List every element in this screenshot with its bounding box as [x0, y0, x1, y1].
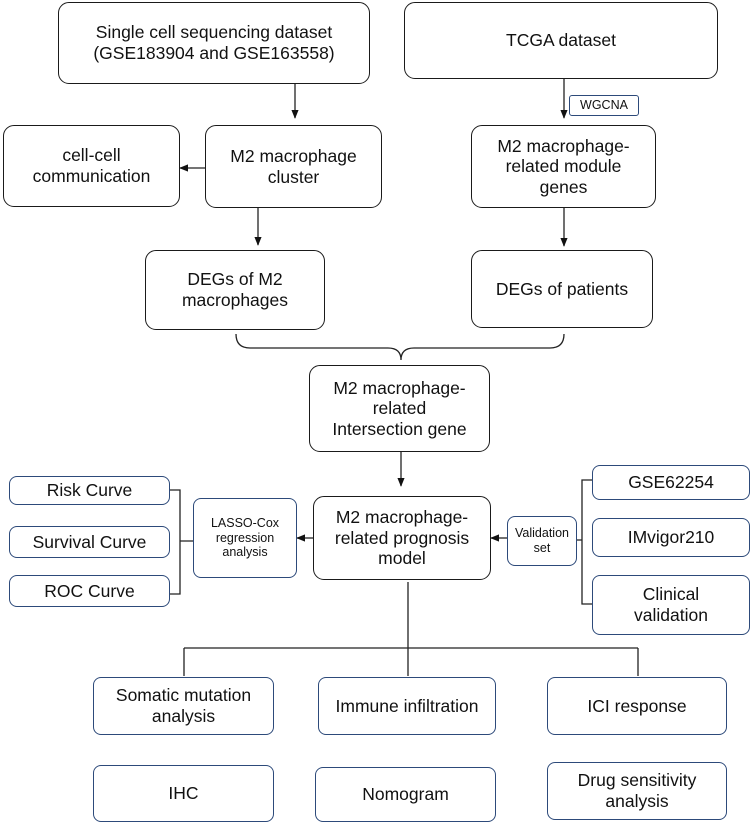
roc-curve-box: ROC Curve: [9, 575, 170, 607]
clinical-validation-box: Clinical validation: [592, 575, 750, 635]
m2-related-module-genes-box: M2 macrophage- related module genes: [471, 125, 656, 208]
single-cell-dataset-box: Single cell sequencing dataset (GSE18390…: [58, 2, 370, 84]
tcga-dataset-box: TCGA dataset: [404, 2, 718, 79]
survival-curve-box: Survival Curve: [9, 526, 170, 558]
m2-macrophage-cluster-box: M2 macrophage cluster: [205, 125, 382, 208]
gse62254-box: GSE62254: [592, 465, 750, 500]
validation-set-box: Validation set: [507, 516, 577, 566]
degs-of-patients-box: DEGs of patients: [471, 250, 653, 328]
bottom-tree: [183, 582, 639, 676]
nomogram-box: Nomogram: [315, 767, 496, 822]
immune-infiltration-box: Immune infiltration: [318, 677, 496, 735]
ici-response-box: ICI response: [547, 677, 727, 735]
wgcna-label: WGCNA: [569, 95, 639, 116]
degs-m2-macrophages-box: DEGs of M2 macrophages: [145, 250, 325, 330]
risk-curve-box: Risk Curve: [9, 476, 170, 505]
right-bracket: [577, 479, 592, 605]
imvigor210-box: IMvigor210: [592, 518, 750, 557]
drug-sensitivity-box: Drug sensitivity analysis: [547, 762, 727, 820]
somatic-mutation-box: Somatic mutation analysis: [93, 677, 274, 735]
left-bracket: [170, 489, 193, 595]
cell-cell-communication-box: cell-cell communication: [3, 125, 180, 207]
m2-prognosis-model-box: M2 macrophage- related prognosis model: [313, 496, 491, 580]
ihc-box: IHC: [93, 765, 274, 822]
merge-brace: [235, 333, 565, 361]
m2-intersection-gene-box: M2 macrophage- related Intersection gene: [309, 365, 490, 452]
lasso-cox-box: LASSO-Cox regression analysis: [193, 498, 297, 578]
